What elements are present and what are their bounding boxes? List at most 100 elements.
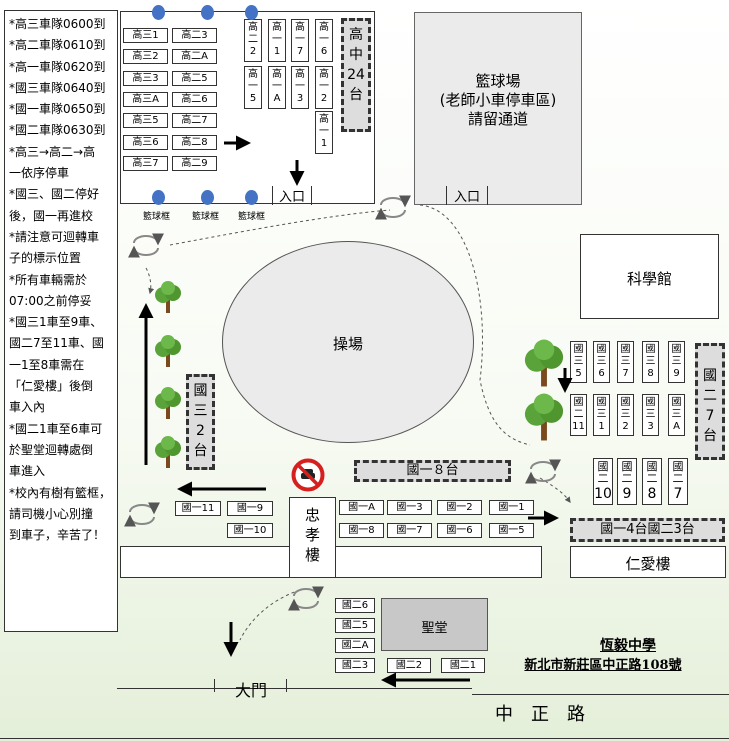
hs-slot-left: 高三5 xyxy=(123,113,168,129)
hs-slot-left: 高三3 xyxy=(123,70,168,86)
chapel-row-slot: 國二2 xyxy=(387,658,431,673)
direction-arrows xyxy=(138,135,573,688)
hoop-label-2: 籃球框 xyxy=(192,212,220,222)
chapel-label: 聖堂 xyxy=(421,621,448,636)
jr1-slot: 國一1 xyxy=(489,500,534,515)
notes-panel: *高三車隊0600到*高二車隊0610到*高一車隊0620到*國三車隊0640到… xyxy=(4,10,118,632)
tree-icon xyxy=(522,338,566,388)
jr2-left-slot: 國一10 xyxy=(227,523,273,538)
renai-label: 仁愛樓 xyxy=(625,555,671,573)
jr1-slot: 國一6 xyxy=(437,523,482,538)
hs-slot-mid: 高二5 xyxy=(172,70,217,86)
science-label: 科學館 xyxy=(626,270,672,288)
hoop-dot-5 xyxy=(201,190,214,205)
school-name: 恆毅中學 xyxy=(600,638,656,654)
hs-entrance-label: 入口 xyxy=(272,186,312,205)
hs-slot-left: 高三A xyxy=(123,91,168,107)
u-turn-icons xyxy=(124,195,561,611)
jr1-slot: 國一5 xyxy=(489,523,534,538)
jr1-slot: 國一A xyxy=(339,500,384,515)
hs-slot-mid: 高二6 xyxy=(172,91,217,107)
gate-line xyxy=(117,688,472,689)
jr1-slot: 國一2 xyxy=(437,500,482,515)
court-title: 籃球場 xyxy=(475,72,521,90)
court-note: 請留通道 xyxy=(467,110,528,128)
hs-slot-left: 高三7 xyxy=(123,155,168,171)
jr1-slot: 國一3 xyxy=(387,500,432,515)
renai-building xyxy=(570,546,726,578)
hs-slot-left: 高三2 xyxy=(123,49,168,65)
tree-icon xyxy=(153,435,183,469)
tree-icon xyxy=(522,392,566,442)
tree-icon xyxy=(153,334,183,368)
road-top-line xyxy=(472,694,729,695)
jr1-8-total: 國一８台 xyxy=(354,460,511,482)
hs-slot-left: 高三6 xyxy=(123,134,168,150)
gate-post-left xyxy=(214,679,215,692)
dashed-routes xyxy=(145,204,571,641)
chapel-slot: 國二A xyxy=(335,638,375,653)
court-sub: (老師小車停車區) xyxy=(439,91,557,109)
hoop-label-3: 籃球框 xyxy=(238,212,266,222)
chapel-slot: 國二6 xyxy=(335,598,375,613)
school-address: 新北市新莊區中正路108號 xyxy=(524,658,682,673)
jr1-4-jr2-3-total: 國一4台國二3台 xyxy=(570,518,725,542)
hoop-dot-4 xyxy=(152,190,165,205)
zhongxiao-building xyxy=(289,497,336,578)
no-car-sign-icon xyxy=(291,458,325,492)
chapel-slot: 國二3 xyxy=(335,658,375,673)
jr2-left-slot: 國一11 xyxy=(175,501,221,516)
zhongxiao-label: 忠孝樓 xyxy=(304,506,320,564)
hs-slot-mid: 高二A xyxy=(172,49,217,65)
playground-label: 操場 xyxy=(332,335,363,353)
playground xyxy=(222,241,474,443)
tree-icon xyxy=(153,280,183,314)
jr2-left-slot: 國一9 xyxy=(227,501,273,516)
science-building xyxy=(580,234,719,319)
hs-slot-mid: 高二9 xyxy=(172,155,217,171)
hs-slot-mid: 高二7 xyxy=(172,113,217,129)
hoop-dot-2 xyxy=(201,5,214,20)
hoop-dot-1 xyxy=(152,5,165,20)
chapel-slot: 國二5 xyxy=(335,618,375,633)
chapel xyxy=(381,598,488,651)
chapel-row-slot: 國二1 xyxy=(441,658,485,673)
hoop-dot-3 xyxy=(245,5,258,20)
court-entrance-label: 入口 xyxy=(446,186,488,205)
road-bottom-line xyxy=(0,738,729,739)
hs-slot-mid: 高二8 xyxy=(172,134,217,150)
gate-label: 大門 xyxy=(234,681,267,700)
basketball-court xyxy=(414,12,582,205)
road-label: 中 正 路 xyxy=(495,704,585,725)
hs-slot-left: 高三1 xyxy=(123,28,168,43)
hoop-dot-6 xyxy=(245,190,258,205)
hoop-label-1: 籃球框 xyxy=(143,212,171,222)
